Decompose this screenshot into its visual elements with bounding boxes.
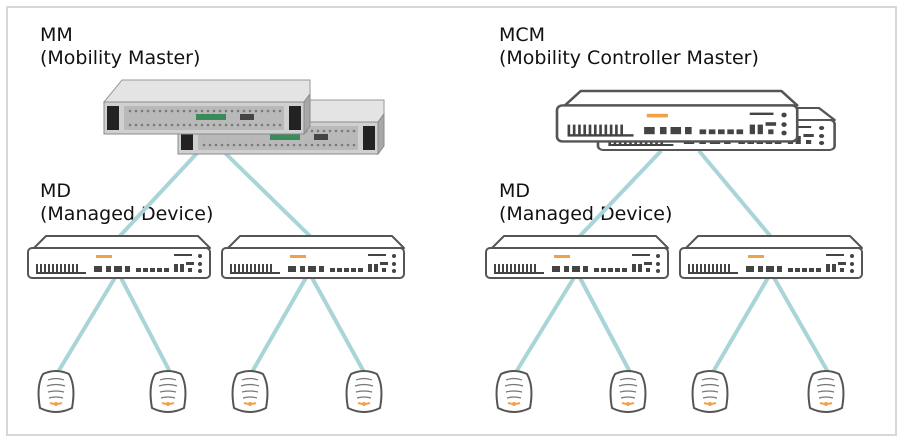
mcm-abbr: MCM xyxy=(499,24,546,46)
link-md1-to-ap1 xyxy=(56,274,118,374)
mcm-full-name: (Mobility Controller Master) xyxy=(499,47,759,69)
mm-label: MM (Mobility Master) xyxy=(40,24,200,70)
link-md3-to-ap5 xyxy=(514,274,577,374)
mcm-label: MCM (Mobility Controller Master) xyxy=(499,24,759,70)
access-point-1-icon xyxy=(37,370,75,413)
access-point-5-icon xyxy=(495,370,533,413)
access-point-6-icon xyxy=(609,370,647,413)
managed-device-2-icon xyxy=(221,235,405,279)
access-point-2-icon xyxy=(149,370,187,413)
md-right-abbr: MD xyxy=(499,180,531,202)
link-mm-to-md-left-1 xyxy=(116,148,202,240)
link-md4-to-ap8 xyxy=(771,274,830,374)
mobility-controller-master-icon xyxy=(555,89,836,152)
link-mcm-to-md-right-2 xyxy=(698,150,774,240)
link-md3-to-ap6 xyxy=(577,274,632,374)
md-right-label: MD (Managed Device) xyxy=(499,180,672,226)
access-point-4-icon xyxy=(345,370,383,413)
md-right-full-name: (Managed Device) xyxy=(499,203,673,225)
link-md4-to-ap7 xyxy=(711,274,771,374)
md-left-label: MD (Managed Device) xyxy=(40,180,213,226)
md-left-abbr: MD xyxy=(40,180,72,202)
link-md2-to-ap3 xyxy=(250,274,309,374)
links-left xyxy=(56,148,366,374)
managed-device-1-icon xyxy=(27,235,211,279)
access-point-7-icon xyxy=(691,370,729,413)
diagram-frame xyxy=(6,6,897,436)
link-mcm-to-md-right-1 xyxy=(576,150,662,240)
link-md1-to-ap2 xyxy=(118,274,172,374)
mm-abbr: MM xyxy=(40,24,73,46)
access-point-8-icon xyxy=(807,370,845,413)
access-point-3-icon xyxy=(231,370,269,413)
managed-device-3-icon xyxy=(485,235,669,279)
md-left-full-name: (Managed Device) xyxy=(40,203,214,225)
link-mm-to-md-left-2 xyxy=(220,148,314,240)
mobility-master-server-icon xyxy=(103,79,385,155)
link-md2-to-ap4 xyxy=(309,274,366,374)
managed-device-4-icon xyxy=(679,235,863,279)
links-right xyxy=(514,150,830,374)
mm-full-name: (Mobility Master) xyxy=(40,47,201,69)
